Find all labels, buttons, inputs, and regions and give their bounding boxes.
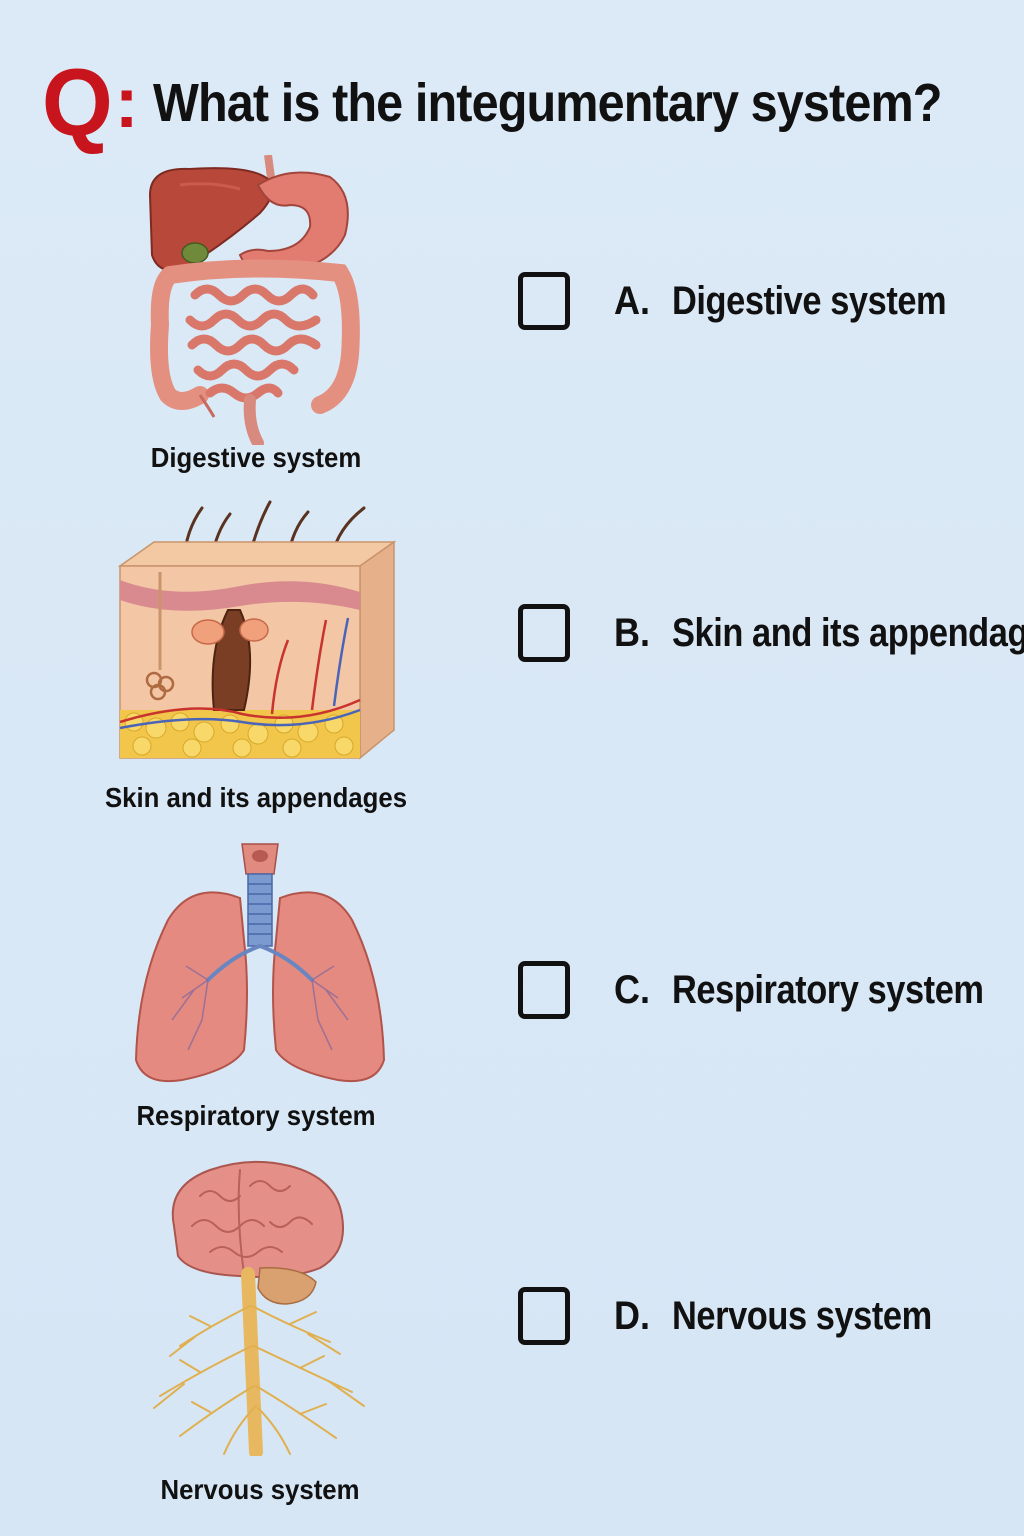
question-text: What is the integumentary system? xyxy=(152,73,942,133)
caption-respiratory-system: Respiratory system xyxy=(136,1100,376,1131)
option-d[interactable]: D. Nervous system xyxy=(518,1281,974,1351)
option-b-checkbox[interactable] xyxy=(518,604,570,662)
option-c[interactable]: C. Respiratory system xyxy=(518,955,1024,1025)
lungs-icon xyxy=(132,840,388,1090)
caption-skin-and-appendages: Skin and its appendages xyxy=(104,782,408,813)
option-a[interactable]: A. Digestive system xyxy=(518,266,991,336)
option-c-checkbox[interactable] xyxy=(518,961,570,1019)
option-b[interactable]: B. Skin and its appendages xyxy=(518,598,1024,668)
brain-and-nerves-icon xyxy=(140,1156,380,1456)
option-b-letter: B. xyxy=(614,610,650,655)
option-b-text: Skin and its appendages xyxy=(672,610,1024,655)
option-a-checkbox[interactable] xyxy=(518,272,570,330)
option-c-letter: C. xyxy=(614,967,650,1012)
question-prefix-letter: Q xyxy=(41,49,113,156)
option-d-letter: D. xyxy=(614,1293,650,1338)
caption-nervous-system: Nervous system xyxy=(160,1474,360,1505)
option-d-text: Nervous system xyxy=(672,1293,932,1338)
digestive-system-icon xyxy=(140,155,370,445)
question-header: Q : What is the integumentary system? xyxy=(40,48,1024,158)
skin-cross-section-icon xyxy=(112,500,402,780)
option-d-checkbox[interactable] xyxy=(518,1287,570,1345)
caption-digestive-system: Digestive system xyxy=(150,442,362,473)
option-a-text: Digestive system xyxy=(672,278,947,323)
option-a-letter: A. xyxy=(614,278,650,323)
option-c-text: Respiratory system xyxy=(672,967,984,1012)
question-prefix-colon: : xyxy=(114,63,139,143)
